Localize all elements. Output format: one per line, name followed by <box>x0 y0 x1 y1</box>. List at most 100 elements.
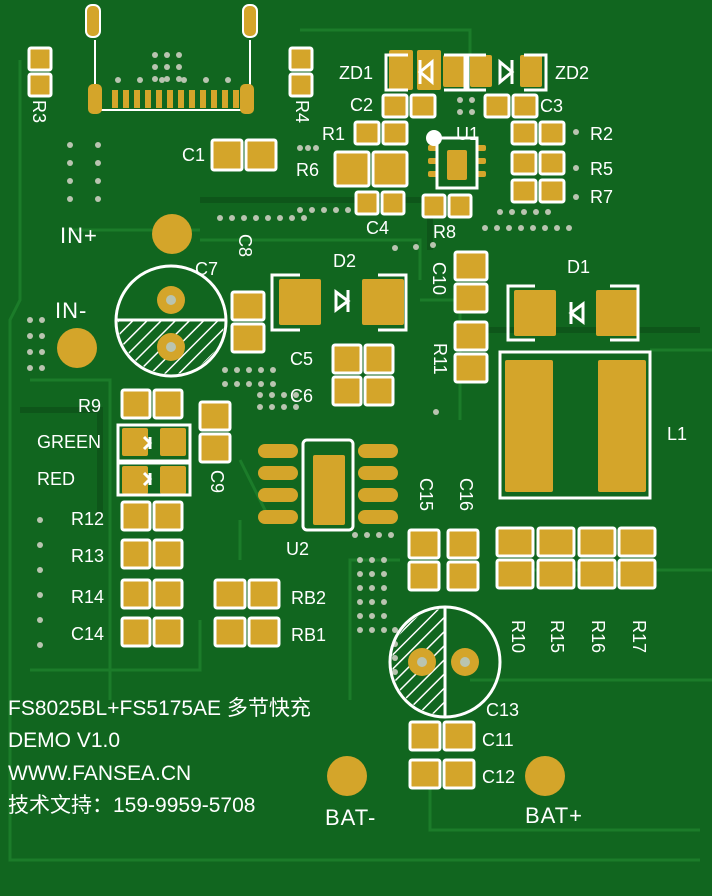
via <box>381 557 387 563</box>
r16-pad-2 <box>577 558 617 590</box>
label-R1: R1 <box>322 124 346 144</box>
label-R13: R13 <box>71 546 105 566</box>
label-R16: R16 <box>588 620 608 654</box>
u2-pin-8 <box>358 444 398 458</box>
u1-center-pad <box>447 150 467 180</box>
c7-capacitor <box>114 264 228 378</box>
u2-pin-5 <box>358 510 398 524</box>
usb-pin <box>134 90 140 108</box>
via <box>152 76 158 82</box>
usb-via <box>181 77 187 83</box>
label-C7: C7 <box>195 259 219 279</box>
label-R9: R9 <box>78 396 102 416</box>
via <box>67 160 73 166</box>
via <box>357 585 363 591</box>
via <box>229 215 235 221</box>
label-IN-minus: IN- <box>55 298 88 323</box>
green-led-pad-b <box>160 428 186 456</box>
via <box>566 225 572 231</box>
c14-pad-1 <box>120 616 152 648</box>
u2-pin-2 <box>258 466 298 480</box>
r9-pad-2 <box>152 388 184 420</box>
c9-pad-2 <box>198 432 232 464</box>
zd2-pad-b <box>520 55 542 87</box>
c10-left-pad-1 <box>230 290 266 322</box>
r13-pad-1 <box>120 538 152 570</box>
via <box>357 613 363 619</box>
label-C1: C1 <box>182 145 206 165</box>
via <box>392 245 398 251</box>
c5-pad-1 <box>331 343 363 375</box>
label-R6: R6 <box>296 160 320 180</box>
via <box>241 215 247 221</box>
via <box>27 349 33 355</box>
via <box>413 244 419 250</box>
zd1-pad-a <box>390 55 412 87</box>
u2-pin-4 <box>258 510 298 524</box>
label-R15: R15 <box>547 620 567 654</box>
r14-pad-2 <box>152 578 184 610</box>
c4-pad-1 <box>354 190 380 216</box>
via <box>430 242 436 248</box>
via <box>376 532 382 538</box>
via <box>533 209 539 215</box>
label-R4: R4 <box>292 100 312 124</box>
r9-pad-1 <box>120 388 152 420</box>
label-RED: RED <box>37 469 76 489</box>
usb-pin <box>200 90 206 108</box>
r4-pad-1 <box>288 46 314 72</box>
label-C12: C12 <box>482 767 516 787</box>
via <box>369 599 375 605</box>
r11-pad-1 <box>453 320 489 352</box>
usb-pin <box>233 90 239 108</box>
via <box>381 585 387 591</box>
via <box>369 585 375 591</box>
via <box>457 109 463 115</box>
via <box>257 404 263 410</box>
r16-pad-1 <box>577 526 617 558</box>
rb2-pad-2 <box>247 578 281 610</box>
zd2-pad-a <box>470 55 492 87</box>
label-C16: C16 <box>456 478 476 512</box>
note-demo-version: DEMO V1.0 <box>8 729 121 752</box>
label-C11: C11 <box>482 730 514 750</box>
via <box>333 207 339 213</box>
via <box>39 365 45 371</box>
via <box>281 392 287 398</box>
u2-pin-3 <box>258 488 298 502</box>
label-D1: D1 <box>567 257 591 277</box>
label-ZD1: ZD1 <box>339 63 374 83</box>
usb-via <box>115 77 121 83</box>
via <box>369 557 375 563</box>
diode-symbols <box>142 58 585 487</box>
via <box>381 627 387 633</box>
d2-pad-a <box>279 279 321 325</box>
r7-pad-1 <box>510 178 538 204</box>
via <box>309 207 315 213</box>
label-C6: C6 <box>290 386 314 406</box>
via <box>388 532 394 538</box>
via <box>234 381 240 387</box>
r3-pad-2 <box>27 72 53 98</box>
via <box>369 627 375 633</box>
d2-pad-b <box>362 279 404 325</box>
via <box>176 64 182 70</box>
d1-pad-b <box>596 290 638 336</box>
via <box>234 367 240 373</box>
via <box>269 392 275 398</box>
usb-connector <box>85 4 258 114</box>
r10-pad-1 <box>495 526 535 558</box>
via <box>357 627 363 633</box>
c3-pad-1 <box>483 93 511 119</box>
via <box>39 333 45 339</box>
label-U1: U1 <box>456 124 480 144</box>
u2-thermal-pad <box>313 455 345 525</box>
zd1-body-pad-2 <box>417 50 441 90</box>
r4-pad-2 <box>288 72 314 98</box>
r1-pad-2 <box>381 120 409 146</box>
via <box>381 599 387 605</box>
via <box>37 542 43 548</box>
via <box>573 129 579 135</box>
via <box>542 225 548 231</box>
red-led-pad-a <box>122 466 148 494</box>
